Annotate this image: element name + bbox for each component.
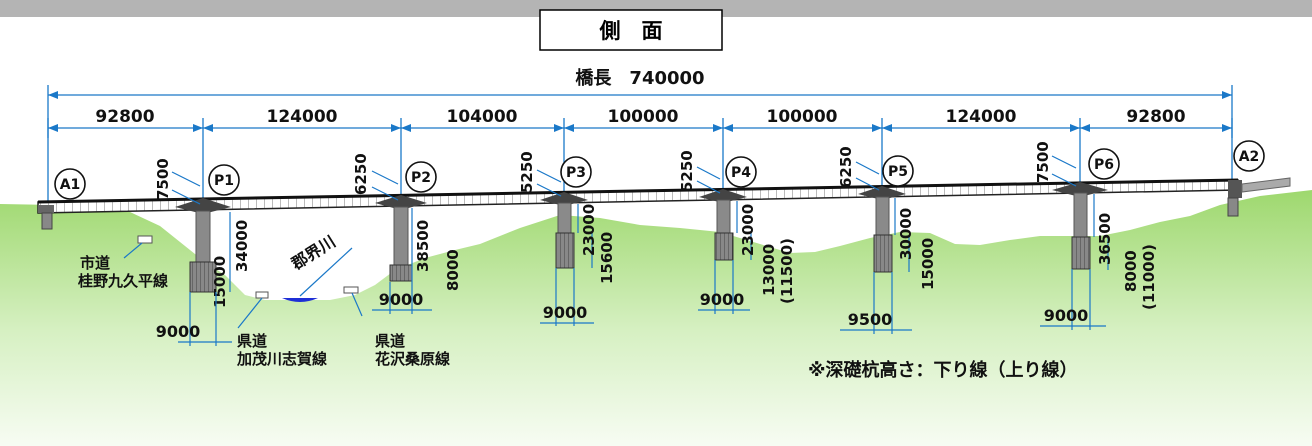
abutment-marker-a1 [54,168,86,200]
svg-text:8000: 8000 [1122,250,1140,292]
road-pref2-marker [343,286,363,317]
girder-height-p5: 6250 [837,146,855,188]
total-length: 橋長 740000 [575,67,704,89]
girder-height-p1: 7500 [154,158,172,200]
road-city-label: 市道 桂野九久平線 [77,254,168,290]
road-city-marker [123,235,153,259]
note: ※深礎杭高さ：下り線（上り線） [808,359,1078,381]
girder-height-p3: 5250 [518,151,536,193]
girder-haunches [175,182,1108,214]
road-pref1-label: 県道 加茂川志賀線 [236,332,327,368]
span-label-3: 104000 [447,107,518,127]
ground [0,190,1312,446]
pier-label-p2: P2 [411,170,431,186]
abutment-marker-a2 [1233,140,1265,172]
pier-marker-p4 [725,156,757,188]
pier-height-p3: 23000 [580,204,598,256]
pier-label-p5: P5 [888,164,908,180]
road-pref2-label: 県道 花沢桑原線 [375,332,450,368]
pier-height-p5: 30000 [897,208,915,260]
abutment-a1 [38,205,54,230]
pier-label-p1: P1 [214,173,234,189]
girder-height-p2: 6250 [352,153,370,195]
pier-label-p6: P6 [1094,157,1114,173]
svg-text:市道: 市道 [80,254,110,272]
pier-height-p6: 36500 [1096,213,1114,265]
pier-p3 [555,202,575,269]
footing-width-p1: 9000 [156,322,201,341]
pile-depth-p5: 15000 [919,238,937,290]
footing-width-dimension-lines [178,260,1106,346]
pier-height-p1: 34000 [233,220,251,272]
svg-text:(11500): (11500) [778,238,796,304]
svg-text:花沢桑原線: 花沢桑原線 [375,350,450,368]
pier-height-p4: 23000 [739,204,757,256]
girder-height-p6: 7500 [1034,141,1052,183]
abutment-label-a2: A2 [1239,149,1260,165]
svg-text:13000: 13000 [760,244,778,296]
pile-depth-p4: 13000 (11500) [760,238,796,304]
pier-marker-p5 [882,155,914,187]
pier-p2 [389,206,413,282]
pier-p6 [1071,192,1091,270]
span-label-6: 124000 [946,107,1017,127]
svg-text:(11000): (11000) [1140,244,1158,310]
footing-width-p5: 9500 [848,310,893,329]
pile-depth-p3: 15600 [598,232,616,284]
span-label-2: 124000 [267,107,338,127]
pier-marker-p3 [560,156,592,188]
pier-height-p2: 38500 [414,220,432,272]
title: 側 面 [599,19,663,43]
svg-text:県道: 県道 [237,332,267,350]
abutment-label-a1: A1 [60,177,81,193]
footing-width-p3: 9000 [543,303,588,322]
footing-width-p2: 9000 [379,290,424,309]
svg-text:加茂川志賀線: 加茂川志賀線 [236,350,327,368]
pile-depth-p1: 15000 [211,256,229,308]
river-leader [299,247,353,297]
footing-width-p4: 9000 [700,290,745,309]
pier-label-p4: P4 [731,165,751,181]
header-bar [0,0,1312,17]
girder-height-ticks [171,155,1077,205]
pier-height-dimension-lines [229,194,1109,292]
abutment-a2 [1227,177,1291,217]
svg-text:桂野九久平線: 桂野九久平線 [77,272,168,290]
pier-p5 [873,196,893,273]
svg-text:県道: 県道 [375,332,405,350]
deck-top [37,178,1239,204]
river [282,298,318,302]
span-label-5: 100000 [767,107,838,127]
pier-p1 [189,210,217,293]
pier-p4 [714,199,734,261]
pile-depth-p6: 8000 (11000) [1122,244,1158,310]
girder-height-p4: 5250 [678,150,696,192]
pile-depth-p2: 8000 [444,249,462,291]
pier-marker-p2 [405,161,437,193]
footing-width-p6: 9000 [1044,306,1089,325]
pier-label-p3: P3 [566,165,586,181]
road-pref1-marker [237,291,269,329]
pier-marker-p6 [1088,148,1120,180]
title-box [539,9,723,51]
pier-marker-p1 [208,164,240,196]
span-label-7: 92800 [1126,107,1185,127]
span-label-4: 100000 [608,107,679,127]
span-label-1: 92800 [95,107,154,127]
